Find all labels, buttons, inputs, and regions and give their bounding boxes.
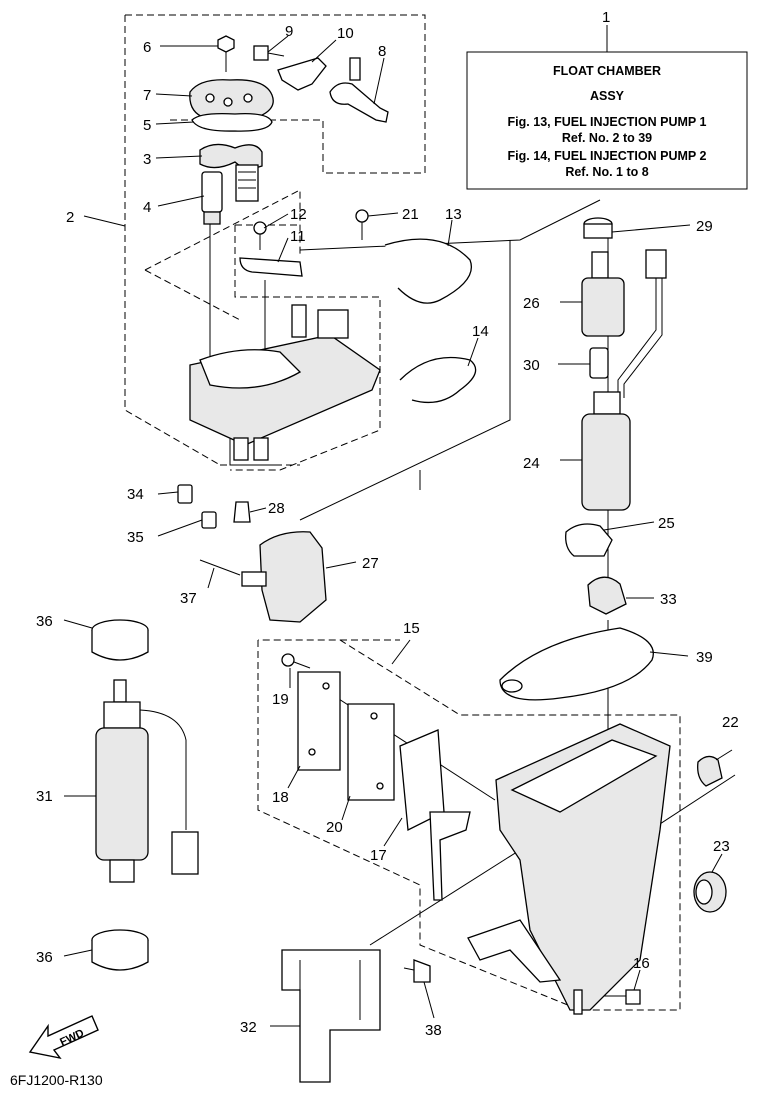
callout-20: 20 bbox=[326, 819, 343, 836]
callout-25: 25 bbox=[658, 515, 675, 532]
callout-30: 30 bbox=[523, 357, 540, 374]
info-box-fig13: Fig. 13, FUEL INJECTION PUMP 1 bbox=[508, 115, 707, 129]
callout-leaders bbox=[63, 35, 733, 1027]
bracket-10 bbox=[277, 57, 327, 91]
callout-36-bottom: 36 bbox=[36, 949, 53, 966]
float-chamber bbox=[495, 723, 671, 1015]
callout-2: 2 bbox=[66, 209, 74, 226]
callout-21: 21 bbox=[402, 206, 419, 223]
callout-13: 13 bbox=[445, 206, 462, 223]
ring-36-bottom bbox=[91, 929, 149, 971]
callout-14: 14 bbox=[472, 323, 489, 340]
bolt-35 bbox=[201, 511, 217, 529]
plate-20 bbox=[347, 703, 395, 801]
callout-19: 19 bbox=[272, 691, 289, 708]
clamp-11 bbox=[239, 257, 303, 277]
callout-31: 31 bbox=[36, 788, 53, 805]
callout-37: 37 bbox=[180, 590, 197, 607]
callout-5: 5 bbox=[143, 117, 151, 134]
callout-17: 17 bbox=[370, 847, 387, 864]
callout-36-top: 36 bbox=[36, 613, 53, 630]
info-box-subtitle: ASSY bbox=[590, 89, 625, 103]
gasket-39 bbox=[499, 627, 654, 701]
callout-38: 38 bbox=[425, 1022, 442, 1039]
bracket-lower bbox=[467, 919, 562, 983]
callout-10: 10 bbox=[337, 25, 354, 42]
ring-36-top bbox=[91, 619, 149, 661]
screw-19 bbox=[281, 653, 311, 669]
hose-13 bbox=[384, 238, 472, 304]
hose-14 bbox=[399, 356, 477, 404]
grommet-29 bbox=[583, 217, 613, 239]
damper-23 bbox=[693, 871, 727, 913]
callout-8: 8 bbox=[378, 43, 386, 60]
info-box-fig14: Fig. 14, FUEL INJECTION PUMP 2 bbox=[508, 149, 707, 163]
info-box-ref: 1 bbox=[602, 9, 610, 26]
callout-33: 33 bbox=[660, 591, 677, 608]
bolt-38 bbox=[403, 959, 431, 983]
cable-harness bbox=[617, 249, 667, 398]
holder-33 bbox=[587, 576, 627, 615]
callout-18: 18 bbox=[272, 789, 289, 806]
callout-11: 11 bbox=[290, 228, 306, 245]
cover-27 bbox=[241, 531, 327, 623]
callout-22: 22 bbox=[722, 714, 739, 731]
holder-25 bbox=[565, 523, 613, 557]
callout-numbers: 2 3 4 5 6 7 8 9 10 11 12 13 14 15 16 17 … bbox=[36, 23, 739, 1039]
pump-31 bbox=[95, 679, 199, 883]
pin-37 bbox=[199, 559, 241, 576]
callout-3: 3 bbox=[143, 151, 151, 168]
bolt-9 bbox=[253, 45, 285, 61]
callout-16: 16 bbox=[633, 955, 650, 972]
callout-34: 34 bbox=[127, 486, 144, 503]
info-box-ref14: Ref. No. 1 to 8 bbox=[565, 165, 648, 179]
callout-7: 7 bbox=[143, 87, 151, 104]
bracket-32 bbox=[281, 949, 381, 1083]
plate-18 bbox=[297, 671, 341, 771]
drawing-code: 6FJ1200-R130 bbox=[10, 1072, 103, 1088]
screw-16 bbox=[604, 989, 641, 1005]
info-box-title: FLOAT CHAMBER bbox=[553, 64, 661, 78]
joint-4 bbox=[201, 171, 223, 225]
bracket-left bbox=[429, 811, 471, 901]
grommet-30 bbox=[589, 347, 609, 379]
bolt-34 bbox=[177, 484, 193, 504]
callout-15: 15 bbox=[403, 620, 420, 637]
callout-27: 27 bbox=[362, 555, 379, 572]
plug-28 bbox=[233, 501, 251, 523]
chamber-body bbox=[189, 304, 381, 461]
cover-7 bbox=[189, 79, 274, 119]
clip-3 bbox=[199, 143, 263, 169]
callout-35: 35 bbox=[127, 529, 144, 546]
callout-32: 32 bbox=[240, 1019, 257, 1036]
info-box-ref13: Ref. No. 2 to 39 bbox=[562, 131, 652, 145]
sensor-8 bbox=[329, 57, 389, 123]
screw-12 bbox=[253, 221, 267, 250]
callout-6: 6 bbox=[143, 39, 151, 56]
callout-4: 4 bbox=[143, 199, 151, 216]
info-box: 1 FLOAT CHAMBER ASSY Fig. 13, FUEL INJEC… bbox=[466, 9, 748, 190]
callout-24: 24 bbox=[523, 455, 540, 472]
callout-23: 23 bbox=[713, 838, 730, 855]
assembly-outlines bbox=[124, 14, 681, 1011]
filter-part bbox=[235, 164, 259, 202]
fwd-arrow: FWD bbox=[28, 1015, 99, 1060]
damper-22 bbox=[697, 755, 723, 787]
callout-39: 39 bbox=[696, 649, 713, 666]
gasket-5 bbox=[191, 112, 273, 132]
filter-26 bbox=[581, 251, 625, 337]
screw-21 bbox=[355, 209, 369, 240]
callout-26: 26 bbox=[523, 295, 540, 312]
callout-29: 29 bbox=[696, 218, 713, 235]
callout-28: 28 bbox=[268, 500, 285, 517]
callout-12: 12 bbox=[290, 206, 307, 223]
pump-24 bbox=[581, 391, 631, 511]
screw-6 bbox=[217, 35, 235, 72]
callout-9: 9 bbox=[285, 23, 293, 40]
